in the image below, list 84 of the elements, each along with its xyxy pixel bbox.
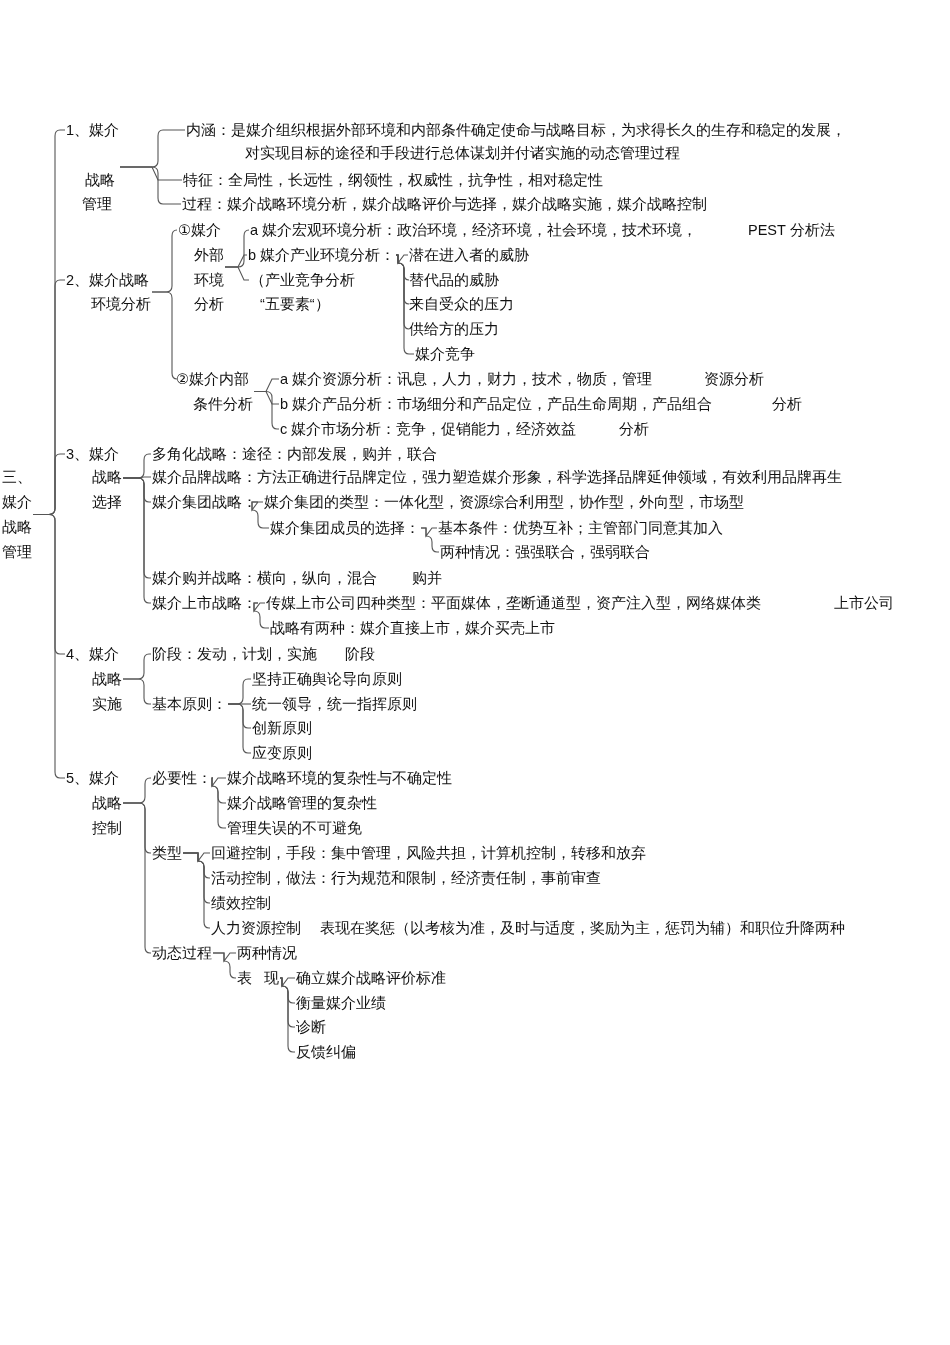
brace-connector [122,802,152,954]
brace-connector [182,852,211,929]
brace-connector [212,952,237,979]
outline-item: b 媒介产业环境分析： [248,245,396,265]
brace-connector [151,291,178,380]
outline-item: 过程：媒介战略环境分析，媒介战略评价与选择，媒介战略实施，媒介战略控制 [182,194,707,214]
outline-item: ②媒介内部条件分析 [176,369,253,414]
outline-item: 创新原则 [252,718,312,738]
outline-item: 两种情况：强强联合，强弱联合 [440,542,650,562]
outline-item: 确立媒介战略评价标准 [296,968,446,988]
outline-item: 传媒上市公司四种类型：平面媒体，垄断通道型，资产注入型，网络媒体类 [266,593,761,613]
outline-item: 特征：全局性，长远性，纲领性，权威性，抗争性，相对稳定性 [183,170,603,190]
brace-connector [395,254,415,355]
outline-item: 应变原则 [252,743,312,763]
brace-connector [279,977,296,1053]
outline-item: 供给方的压力 [409,319,499,339]
outline-item: c 媒介市场分析：竞争，促销能力，经济效益 [280,419,577,439]
brace-connector [211,777,227,829]
brace-connector [395,254,409,265]
brace-connector [420,527,440,553]
outline-item: 媒介战略管理的复杂性 [227,793,377,813]
outline-item: 人力资源控制 [211,918,301,938]
brace-connector [251,501,270,529]
outline-item: ①媒介外部环境分析 [178,220,224,314]
outline-item: （产业竞争分析“五要素“） [250,270,355,314]
brace-connector [119,166,182,205]
brace-connector [253,390,280,430]
brace-connector [122,477,152,604]
outline-item: 来自受众的压力 [409,294,514,314]
outline-item: 坚持正确舆论导向原则 [252,669,402,689]
outline-item: 内涵：是媒介组织根据外部环境和内部条件确定使命与战略目标，为求得长久的生存和稳定的发展，对实现目标的途径和手段进行总体谋划并付诸实施的动态管理过程 [186,120,846,163]
outline-item: 5、媒介战略控制 [66,768,122,838]
outline-item: 3、媒介战略选择 [66,444,122,512]
outline-item: 潜在进入者的威胁 [409,245,529,265]
outline-item: 基本条件：优势互补；主管部门同意其加入 [438,518,723,538]
outline-item: a 媒介资源分析：讯息，人力，财力，技术，物质，管理 [280,369,653,389]
outline-item: 2、媒介战略环境分析 [66,270,151,314]
brace-connector [122,678,152,705]
outline-item: 绩效控制 [211,893,271,913]
outline-item: 诊断 [296,1017,326,1037]
outline-item: 两种情况 [237,943,297,963]
outline-item: 媒介上市战略： [152,593,257,613]
outline-item: 必要性： [152,768,212,788]
outline-item: 1、媒介战略管理 [66,120,120,214]
brace-connector [253,602,270,629]
brace-connector [251,501,264,512]
outline-item: 战略有两种：媒介直接上市，媒介买壳上市 [270,618,555,638]
outline-item: 衡量媒介业绩 [296,993,386,1013]
side-note: 资源分析 [704,370,764,389]
outline-item: 4、媒介战略实施 [66,644,122,714]
outline-item: 阶段：发动，计划，实施 [152,644,317,664]
side-note: 分析 [772,395,802,414]
outline-item: 表 现 [237,968,280,988]
outline-item: 统一领导，统一指挥原则 [252,694,417,714]
outline-item: 类型 [152,843,182,863]
side-note: 分析 [619,420,649,439]
outline-item: 多角化战略：途径：内部发展，购并，联合 [152,444,437,464]
outline-item: 替代品的威胁 [409,270,499,290]
outline-item: 媒介集团成员的选择： [270,518,420,538]
brace-connector [279,977,296,988]
outline-item: 媒介战略环境的复杂性与不确定性 [227,768,452,788]
outline-item: 动态过程 [152,943,212,963]
outline-item: 回避控制，手段：集中管理，风险共担，计算机控制，转移和放弃 [211,843,646,863]
outline-item: a 媒介宏观环境分析：政治环境，经济环境，社会环境，技术环境， [250,220,698,240]
outline-item: b 媒介产品分析：市场细分和产品定位，产品生命周期，产品组合 [280,394,713,414]
outline-item: 媒介竞争 [415,344,475,364]
side-note: 表现在奖惩（以考核为准，及时与适度，奖励为主，惩罚为辅）和职位升降两种 [320,919,845,938]
side-note: 阶段 [345,645,375,664]
brace-connector [253,602,266,613]
outline-item: 媒介集团战略： [152,492,257,512]
side-note: 上市公司 [834,594,894,613]
outline-item: 媒介购并战略：横向，纵向，混合 [152,568,377,588]
brace-connector [227,703,252,754]
side-note: 购并 [412,569,442,588]
outline-item: 反馈纠偏 [296,1042,356,1062]
brace-connector [224,266,250,281]
outline-item: 管理失误的不可避免 [227,818,362,838]
outline-item: 基本原则： [152,694,227,714]
outline-item: 媒介品牌战略：方法正确进行品牌定位，强力塑造媒介形象，科学选择品牌延伸领域，有效利用品牌再生 [152,467,842,487]
side-note: PEST 分析法 [748,221,835,240]
outline-item: 三、媒介战略管理 [2,467,32,562]
brace-connector [211,777,227,788]
outline-item: 活动控制，做法：行为规范和限制，经济责任制，事前审查 [211,868,601,888]
outline-item: 媒介集团的类型：一体化型，资源综合利用型，协作型，外向型，市场型 [264,492,744,512]
